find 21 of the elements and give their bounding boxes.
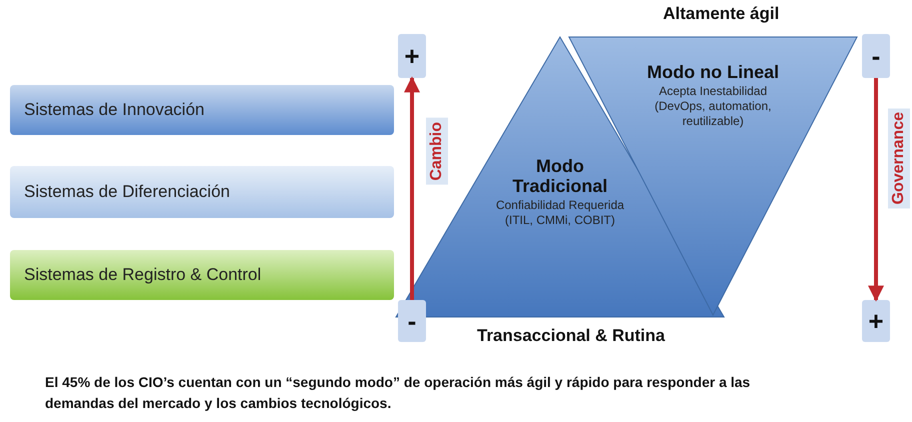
sign-tile: + <box>862 300 890 342</box>
sign-tile: - <box>862 34 890 78</box>
edge-label: Cambio <box>426 118 448 185</box>
band-label: Sistemas de Diferenciación <box>24 182 230 202</box>
arrow <box>404 76 420 300</box>
layer-band <box>10 166 394 218</box>
arrow <box>868 78 884 302</box>
caption-text: El 45% de los CIO’s cuentan con un “segundo modo” de operación más ágil y rápido para responder a las demandas del mercado y los cambios tecnológicos. <box>45 373 752 413</box>
edge-label: Governance <box>888 108 910 208</box>
band-label: Sistemas de Innovación <box>24 100 204 120</box>
beside-label: Transaccional & Rutina <box>477 326 665 346</box>
mode-title: Modo Tradicional <box>511 156 609 196</box>
sign-tile: - <box>398 300 426 342</box>
layer-band <box>10 85 394 135</box>
mode-title: Modo no Lineal <box>646 62 780 82</box>
layer-band <box>10 250 394 300</box>
band-label: Sistemas de Registro & Control <box>24 265 262 285</box>
mode-description: Confiabilidad Requerida (ITIL, CMMi, COBIT) <box>494 198 626 228</box>
sign-tile: + <box>398 34 426 78</box>
mode-description: Acepta Inestabilidad (DevOps, automation, reutilizable) <box>654 84 772 129</box>
beside-label: Altamente ágil <box>663 4 780 24</box>
